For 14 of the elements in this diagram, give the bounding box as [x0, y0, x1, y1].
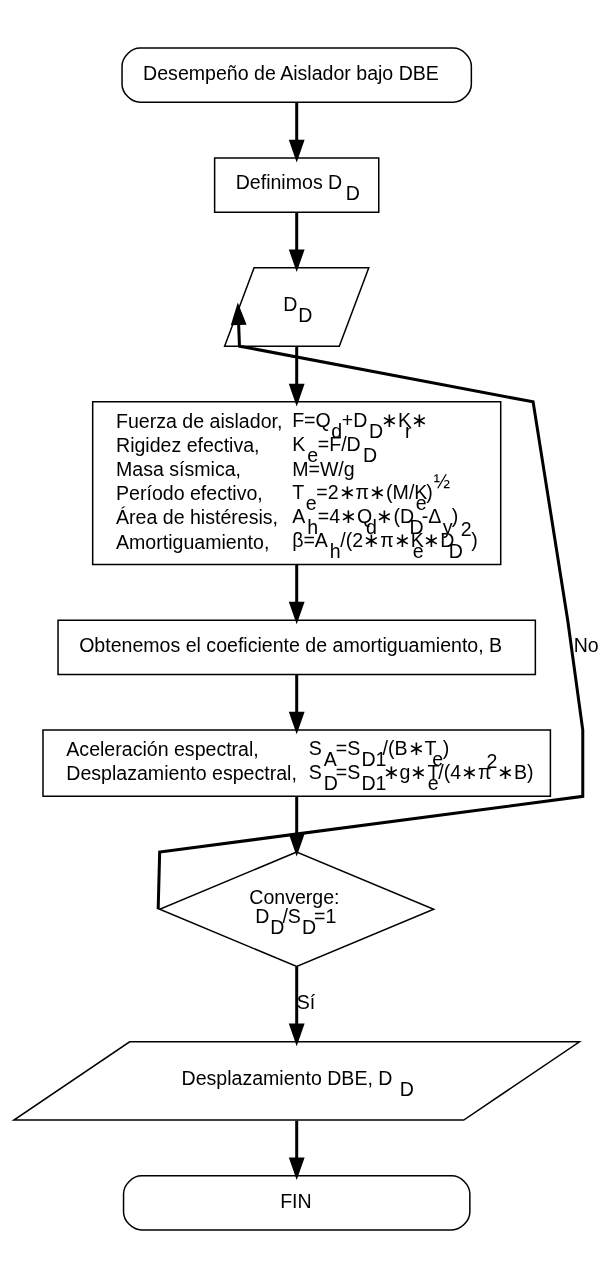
- arrow: [288, 102, 305, 163]
- arrow: [288, 1120, 305, 1181]
- arrow: [288, 346, 305, 407]
- arrow: [288, 212, 305, 273]
- edge-label: No: [573, 634, 599, 657]
- edge-label: Sí: [296, 991, 316, 1014]
- node-box: Desempeño de Aislador bajo DBE: [121, 47, 473, 103]
- arrow: [288, 966, 305, 1047]
- node-box: Obtenemos el coeficiente de amortiguamiento, B: [57, 619, 537, 676]
- arrow: [156, 302, 585, 910]
- node-box: FIN: [122, 1175, 471, 1231]
- arrow: [288, 674, 305, 735]
- arrow: [288, 796, 305, 857]
- arrow: [288, 564, 305, 625]
